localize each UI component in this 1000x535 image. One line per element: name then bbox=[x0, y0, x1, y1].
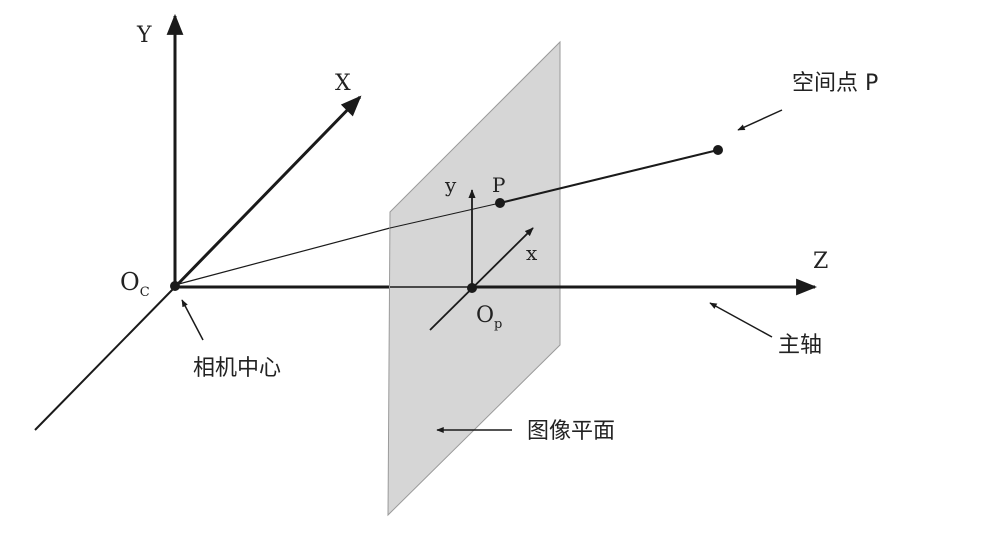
X-axis-back bbox=[34, 286, 176, 431]
Y-axis-label: Y bbox=[136, 23, 152, 48]
camera-center-label: OC bbox=[120, 268, 150, 300]
image-plane-label: 图像平面 bbox=[527, 419, 615, 444]
principal-axis-pointer-arrow bbox=[709, 302, 773, 338]
ray-p-to-space-point bbox=[499, 149, 719, 204]
ray-in-plane bbox=[389, 202, 501, 229]
principal-point-label: Op bbox=[476, 303, 502, 332]
Z-axis-label: Z bbox=[813, 249, 828, 274]
principal-point bbox=[467, 283, 477, 293]
image-point-p bbox=[495, 198, 505, 208]
camera-center-point bbox=[170, 281, 180, 291]
image-x-label: x bbox=[526, 241, 538, 265]
X-axis bbox=[173, 95, 362, 289]
image-y-label: y bbox=[444, 173, 457, 197]
image-plane bbox=[387, 40, 561, 517]
image-x-axis bbox=[429, 227, 534, 331]
camera-center-pointer-arrow bbox=[181, 299, 204, 341]
space-point-label: 空间点 P bbox=[792, 71, 878, 96]
principal-axis-label: 主轴 bbox=[778, 333, 822, 358]
space-point bbox=[713, 145, 723, 155]
image-point-label: P bbox=[492, 173, 505, 197]
ray-oc-to-p bbox=[174, 227, 391, 286]
X-axis-label: X bbox=[335, 71, 351, 96]
camera-center-text: 相机中心 bbox=[193, 356, 281, 381]
space-point-pointer-arrow bbox=[737, 109, 783, 131]
